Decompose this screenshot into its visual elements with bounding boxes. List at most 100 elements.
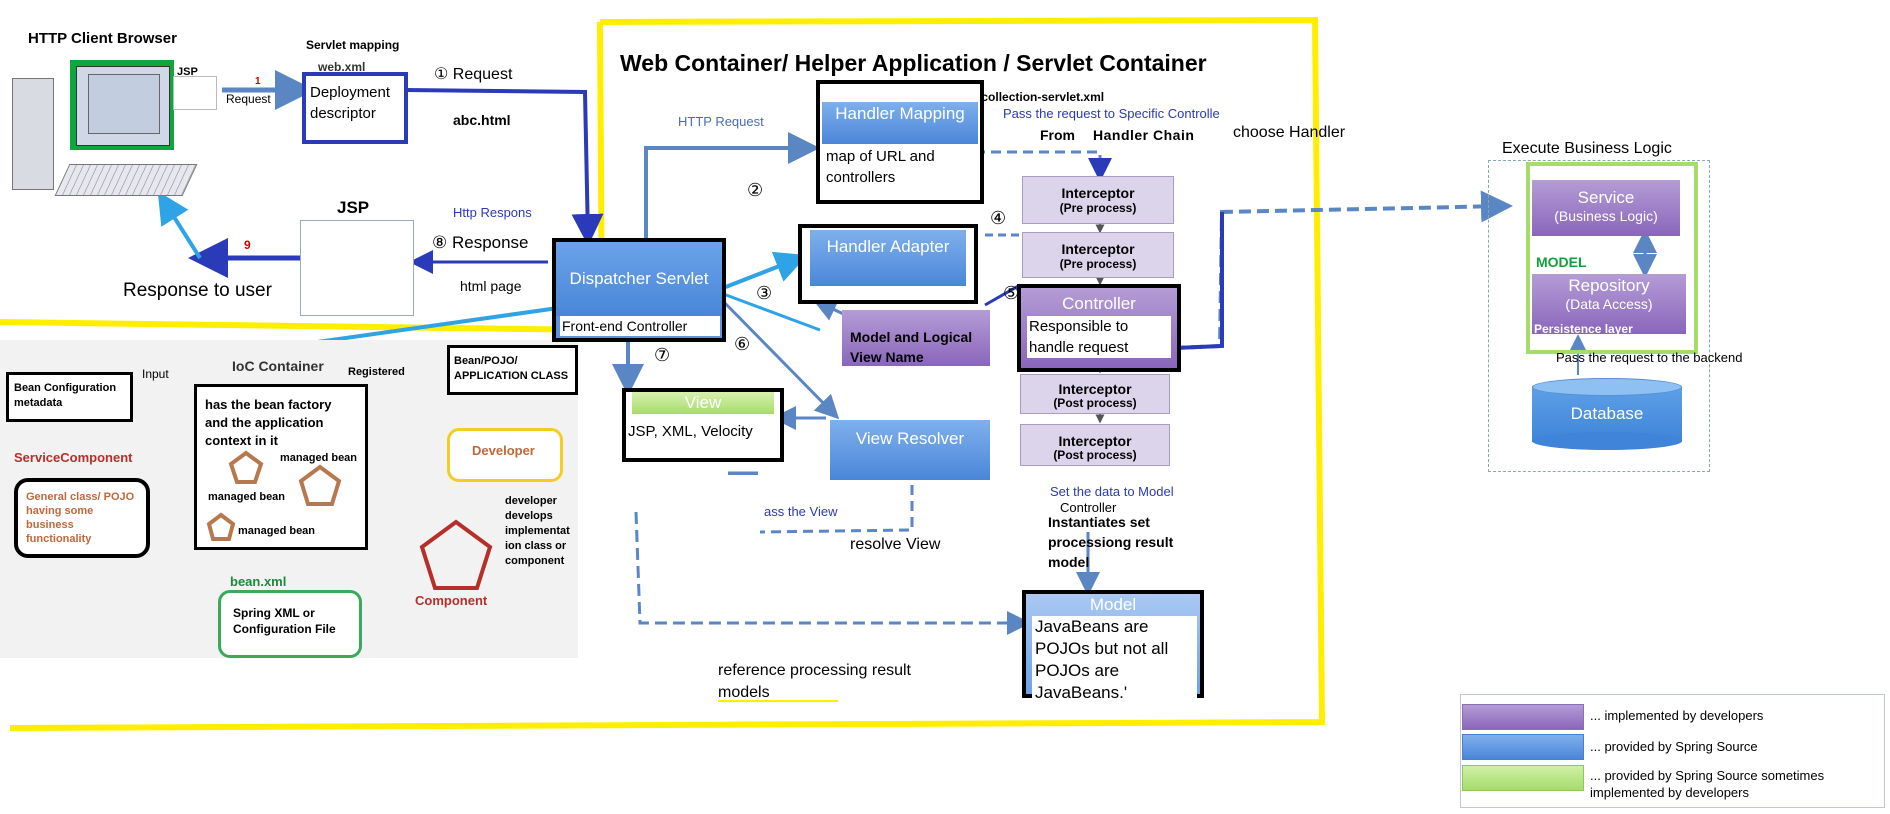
servlet-mapping-label: Servlet mapping	[306, 38, 400, 52]
jsp-page-icon	[173, 76, 217, 110]
service-sub: (Business Logic)	[1554, 208, 1658, 224]
view-desc: JSP, XML, Velocity	[628, 423, 753, 440]
container-border-mid	[0, 319, 601, 333]
interceptor-post-2: Interceptor (Post process)	[1020, 424, 1170, 466]
interceptor-pre-2: Interceptor (Pre process)	[1022, 232, 1174, 278]
request-label: ① Request	[434, 66, 513, 83]
front-end-label: Front-end Controller	[560, 316, 720, 336]
view-frame: View JSP, XML, Velocity	[622, 388, 784, 462]
repository-sub: (Data Access)	[1565, 296, 1653, 312]
database-label: Database	[1570, 404, 1644, 423]
general-class-text: General class/ POJO having some business…	[26, 491, 135, 545]
managed-bean-label-1: managed bean	[280, 452, 358, 464]
handler-chain-label: Handler Chain	[1093, 127, 1195, 143]
bean-config-box: Bean Configuration metadata	[6, 372, 133, 422]
bean-config-text: Bean Configuration metadata	[14, 382, 117, 409]
ioc-title: IoC Container	[232, 358, 324, 374]
request-small-label: Request	[226, 92, 271, 106]
ioc-container-box: has the bean factory and the application…	[194, 384, 368, 550]
http-response-label: Http Respons	[453, 205, 532, 220]
legend-label-purple: ... implemented by developers	[1590, 708, 1764, 723]
interceptor-post-1-sub: (Post process)	[1053, 396, 1137, 410]
step-six: ⑥	[734, 334, 751, 354]
view-dash	[728, 472, 758, 475]
deployment-descriptor-box: Deployment descriptor	[302, 72, 408, 144]
instantiates-label: Instantiates set processiong result mode…	[1048, 514, 1174, 570]
container-border-top-right-bottom	[9, 16, 1326, 731]
general-class-box: General class/ POJO having some business…	[14, 478, 150, 558]
choose-handler-label: choose Handler	[1233, 124, 1346, 141]
business-logic-dashed-frame	[1488, 160, 1710, 472]
container-title: Web Container/ Helper Application / Serv…	[620, 50, 1207, 76]
response-to-user-label: Response to user	[123, 280, 272, 301]
view-box: View	[632, 392, 774, 414]
step-five: ⑤	[1003, 283, 1020, 303]
managed-bean-pentagon-3	[206, 512, 236, 541]
step-two: ②	[747, 180, 764, 200]
jsp-small-label: JSP	[177, 66, 198, 78]
spring-xml-box: Spring XML or Configuration File	[218, 590, 362, 658]
database-cylinder: Database	[1532, 378, 1682, 450]
repository-title: Repository	[1568, 276, 1650, 295]
input-label: Input	[142, 367, 169, 381]
model-view-name-text: Model and Logical View Name	[850, 329, 973, 365]
dispatcher-servlet-frame: Dispatcher Servlet Front-end Controller	[552, 238, 726, 342]
reference-underline	[718, 700, 838, 702]
model-view-name-box: Model and Logical View Name	[842, 310, 990, 366]
managed-bean-pentagon-2	[298, 464, 342, 506]
request-number: 1	[255, 76, 261, 87]
step-three: ③	[756, 283, 773, 303]
interceptor-pre-2-sub: (Pre process)	[1059, 257, 1137, 271]
interceptor-pre-1-sub: (Pre process)	[1059, 201, 1137, 215]
handler-mapping-desc: map of URL and controllers	[826, 148, 935, 186]
controller-small-label: Controller	[1060, 500, 1117, 515]
http-request-label: HTTP Request	[678, 114, 764, 129]
controller-desc: Responsible to handle request	[1027, 316, 1171, 358]
model-frame: Model JavaBeans are POJOs but not all PO…	[1022, 590, 1204, 704]
legend-label-blue: ... provided by Spring Source	[1590, 739, 1758, 754]
interceptor-pre-2-title: Interceptor	[1061, 241, 1135, 257]
model-desc: JavaBeans are POJOs but not all POJOs ar…	[1032, 616, 1197, 704]
interceptor-post-1: Interceptor (Post process)	[1020, 374, 1170, 414]
interceptor-post-2-title: Interceptor	[1058, 433, 1132, 449]
legend-swatch-green	[1462, 765, 1584, 791]
deployment-text: Deployment descriptor	[310, 84, 391, 122]
step-four: ④	[990, 208, 1007, 228]
managed-bean-label-2: managed bean	[208, 491, 286, 503]
html-page-label: html page	[460, 278, 522, 294]
managed-bean-pentagon-1	[228, 450, 264, 484]
handler-adapter-box: Handler Adapter	[810, 230, 966, 286]
model-label: MODEL	[1536, 254, 1587, 270]
computer-icon	[12, 60, 198, 200]
interceptor-post-2-sub: (Post process)	[1053, 448, 1137, 462]
managed-bean-label-3: managed bean	[238, 525, 316, 537]
handler-mapping-frame: Handler Mapping map of URL and controlle…	[816, 80, 984, 204]
interceptor-post-1-title: Interceptor	[1058, 381, 1132, 397]
view-resolver-box: View Resolver	[830, 420, 990, 480]
repository-box: Repository (Data Access)	[1532, 274, 1686, 334]
bean-pojo-box: Bean/POJO/ APPLICATION CLASS	[447, 345, 578, 395]
developer-note: developer develops implementat ion class…	[505, 495, 570, 567]
response-label: ⑧ Response	[432, 233, 529, 252]
service-box: Service (Business Logic)	[1532, 180, 1680, 236]
component-label: Component	[415, 593, 488, 608]
execute-label: Execute Business Logic	[1502, 140, 1672, 157]
from-label: From	[1040, 127, 1075, 143]
pass-backend-label: Pass the request to the backend	[1556, 350, 1743, 365]
reference-label: reference processing result models	[718, 662, 911, 701]
legend-swatch-purple	[1462, 704, 1584, 730]
interceptor-pre-1: Interceptor (Pre process)	[1022, 176, 1174, 224]
model-green-frame	[1526, 162, 1698, 354]
webxml-label: web.xml	[318, 60, 366, 74]
developer-text: Developer	[472, 443, 535, 458]
persistence-label: Persistence layer	[1534, 322, 1633, 336]
abc-html-label: abc.html	[453, 112, 511, 128]
controller-title: Controller	[1062, 294, 1136, 313]
model-title: Model	[1089, 595, 1137, 614]
bean-xml-label: bean.xml	[230, 574, 287, 589]
service-component-label: ServiceComponent	[14, 450, 133, 465]
interceptor-pre-1-title: Interceptor	[1061, 185, 1135, 201]
service-title: Service	[1577, 188, 1635, 207]
controller-frame: Controller Responsible to handle request	[1017, 284, 1181, 372]
jsp-box	[300, 220, 414, 316]
